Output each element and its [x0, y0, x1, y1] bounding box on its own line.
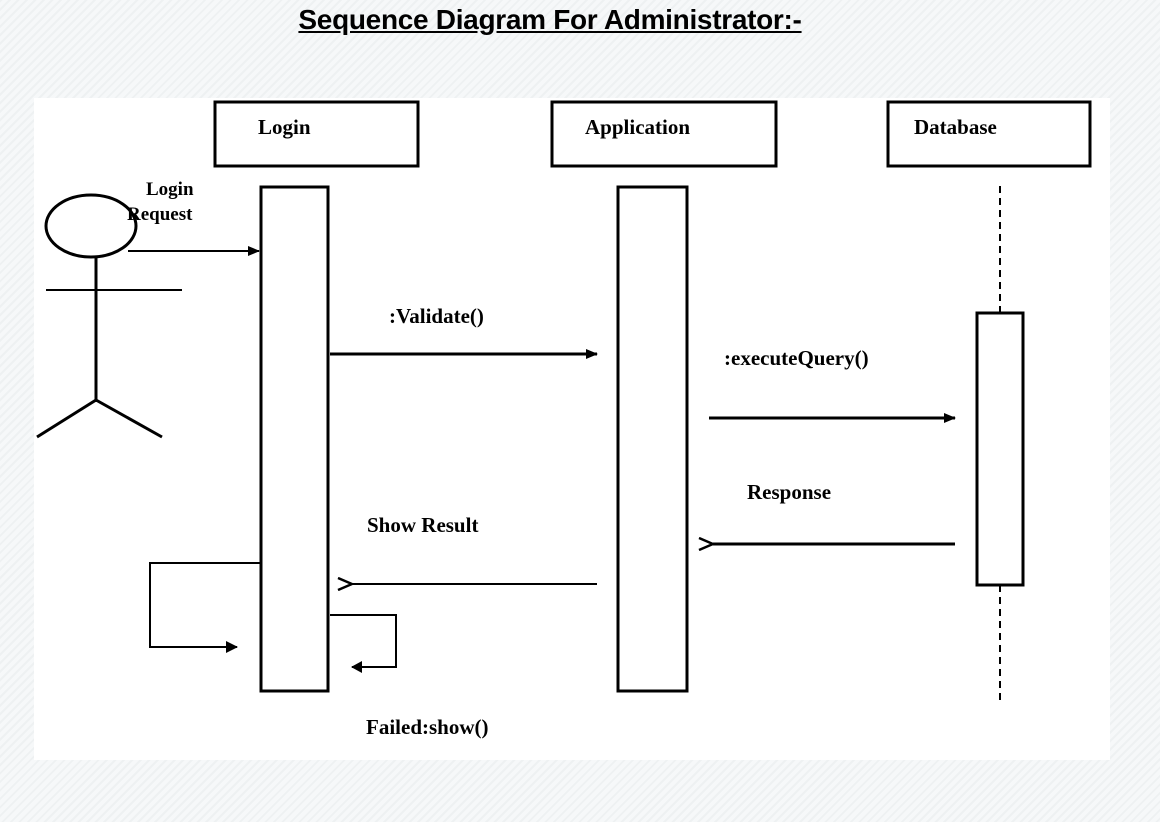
login-request-label-line2: Request: [127, 204, 193, 225]
actor-right-leg: [95, 398, 163, 439]
response-label: Response: [747, 480, 831, 504]
lifeline-database-box: [886, 100, 1092, 168]
failed-self-loop: [330, 614, 397, 668]
lifeline-application-box: [550, 100, 778, 168]
lifeline-application-label: Application: [585, 115, 690, 139]
left-return-loop: [149, 562, 260, 648]
page-title: Sequence Diagram For Administrator:-: [298, 4, 802, 35]
lifeline-database: Database: [886, 100, 1092, 168]
application-activation-bar: [616, 185, 689, 693]
login-request-label-line1: Login: [146, 179, 194, 200]
actor-stick-figure: [36, 193, 182, 439]
lifeline-login-label: Login: [258, 115, 311, 139]
lifeline-database-label: Database: [914, 115, 997, 139]
lifeline-login: Login: [213, 100, 420, 168]
left-return-loop-arrowhead: [226, 641, 238, 653]
login-activation-bar: [259, 185, 330, 693]
failed-self-loop-arrowhead: [351, 661, 362, 673]
actor-head: [44, 193, 138, 259]
lifeline-application: Application: [550, 100, 778, 168]
lifeline-login-box: [213, 100, 420, 168]
execute-query-label: :executeQuery(): [724, 346, 869, 370]
database-activation-bar: [975, 311, 1025, 587]
failed-show-label: Failed:show(): [366, 715, 489, 739]
validate-label: :Validate(): [389, 304, 484, 328]
show-result-label: Show Result: [367, 513, 478, 537]
diagram-panel: [34, 98, 1110, 760]
actor-left-leg: [36, 398, 97, 439]
